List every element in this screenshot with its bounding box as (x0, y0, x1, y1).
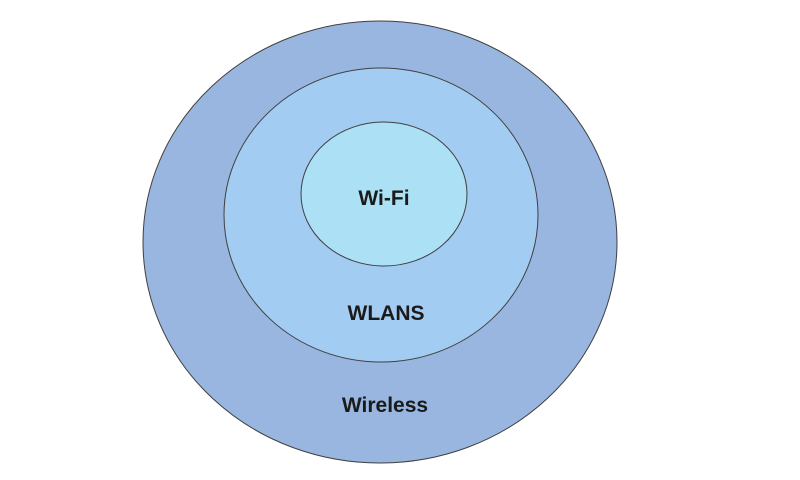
ring-label-wifi: Wi-Fi (358, 187, 409, 210)
ring-label-wlans: WLANS (348, 302, 425, 325)
ring-wifi (300, 121, 468, 267)
ring-label-wireless: Wireless (342, 394, 428, 417)
